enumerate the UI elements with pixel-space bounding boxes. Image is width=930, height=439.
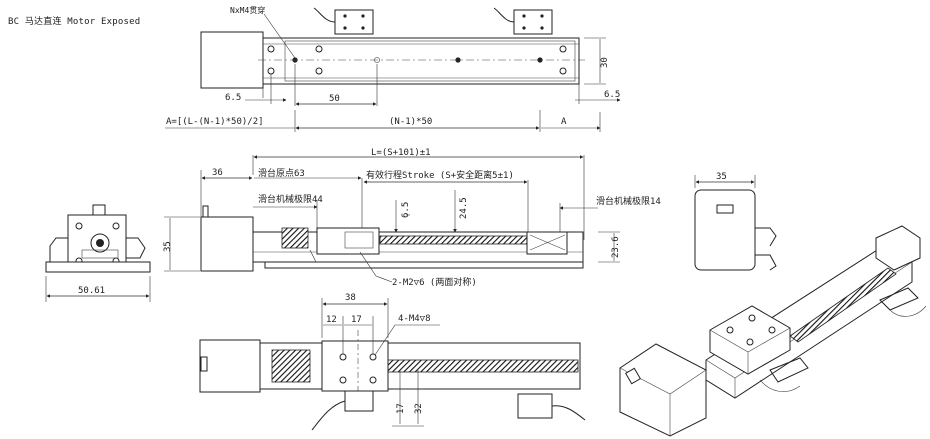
label-mech-limit-right: 滑台机械极限14 bbox=[596, 195, 661, 207]
isometric-view bbox=[619, 225, 927, 437]
label-thread-m4: 4-M4▽8 bbox=[398, 314, 431, 324]
page-title: BC 马达直连 Motor Exposed bbox=[8, 17, 141, 27]
coupling bbox=[281, 227, 309, 249]
dim-24-5: 24.5 bbox=[459, 197, 469, 219]
dim-6-5-side: 6.5 bbox=[401, 202, 411, 218]
dim-12: 12 bbox=[326, 315, 337, 325]
dim-6-5-right: 6.5 bbox=[604, 90, 620, 100]
dim-6-5-left: 6.5 bbox=[225, 93, 241, 103]
dim-pitch: (N-1)*50 bbox=[389, 117, 432, 127]
mount-hole-3 bbox=[537, 57, 543, 63]
bottom-view bbox=[199, 298, 586, 431]
label-origin: 滑台原点63 bbox=[258, 167, 305, 179]
label-mounting-holes: NxM4贯穿 bbox=[230, 5, 265, 15]
top-view bbox=[165, 7, 621, 132]
dim-17-bottom: 17 bbox=[396, 403, 406, 414]
iso-end-cap bbox=[875, 225, 921, 271]
right-end-view bbox=[694, 175, 777, 271]
dim-35-end: 35 bbox=[716, 172, 727, 182]
top-sensor-left bbox=[334, 9, 374, 35]
dim-36: 36 bbox=[212, 168, 223, 178]
dim-23-6: 23.6 bbox=[611, 236, 621, 258]
iso-screw bbox=[789, 267, 897, 343]
iso-motor bbox=[619, 343, 707, 437]
dim-35-side: 35 bbox=[163, 241, 173, 252]
top-rail bbox=[262, 37, 580, 85]
dim-length: L=(S+101)±1 bbox=[371, 148, 431, 158]
dim-17-top: 17 bbox=[351, 315, 362, 325]
left-end-view bbox=[45, 204, 151, 302]
dim-30: 30 bbox=[600, 57, 610, 68]
bottom-coupling bbox=[271, 349, 311, 383]
ball-screw bbox=[379, 235, 531, 245]
side-motor-body bbox=[200, 216, 254, 272]
dim-38: 38 bbox=[345, 293, 356, 303]
top-motor-body bbox=[200, 31, 264, 89]
iso-carriage bbox=[709, 305, 791, 375]
label-mech-limit-left: 滑台机械极限44 bbox=[258, 193, 323, 205]
dim-50-61: 50.61 bbox=[78, 286, 105, 296]
dim-50: 50 bbox=[329, 94, 340, 104]
top-rail-inner bbox=[284, 40, 576, 82]
label-thread-m2: 2-M2▽6 (两面对称) bbox=[392, 276, 477, 288]
motor-end-face bbox=[694, 189, 756, 271]
dim-32: 32 bbox=[414, 403, 424, 414]
dim-a: A bbox=[561, 117, 567, 127]
side-view bbox=[164, 155, 620, 283]
dim-a-formula: A=[(L-(N-1)*50)/2] bbox=[166, 117, 264, 127]
label-stroke: 有效行程Stroke (S+安全距离5±1) bbox=[366, 169, 514, 181]
top-sensor-right bbox=[513, 9, 553, 35]
bottom-ball-screw bbox=[387, 359, 579, 373]
bottom-carriage bbox=[321, 340, 389, 392]
carriage bbox=[316, 227, 380, 255]
bottom-motor-body bbox=[199, 339, 261, 393]
